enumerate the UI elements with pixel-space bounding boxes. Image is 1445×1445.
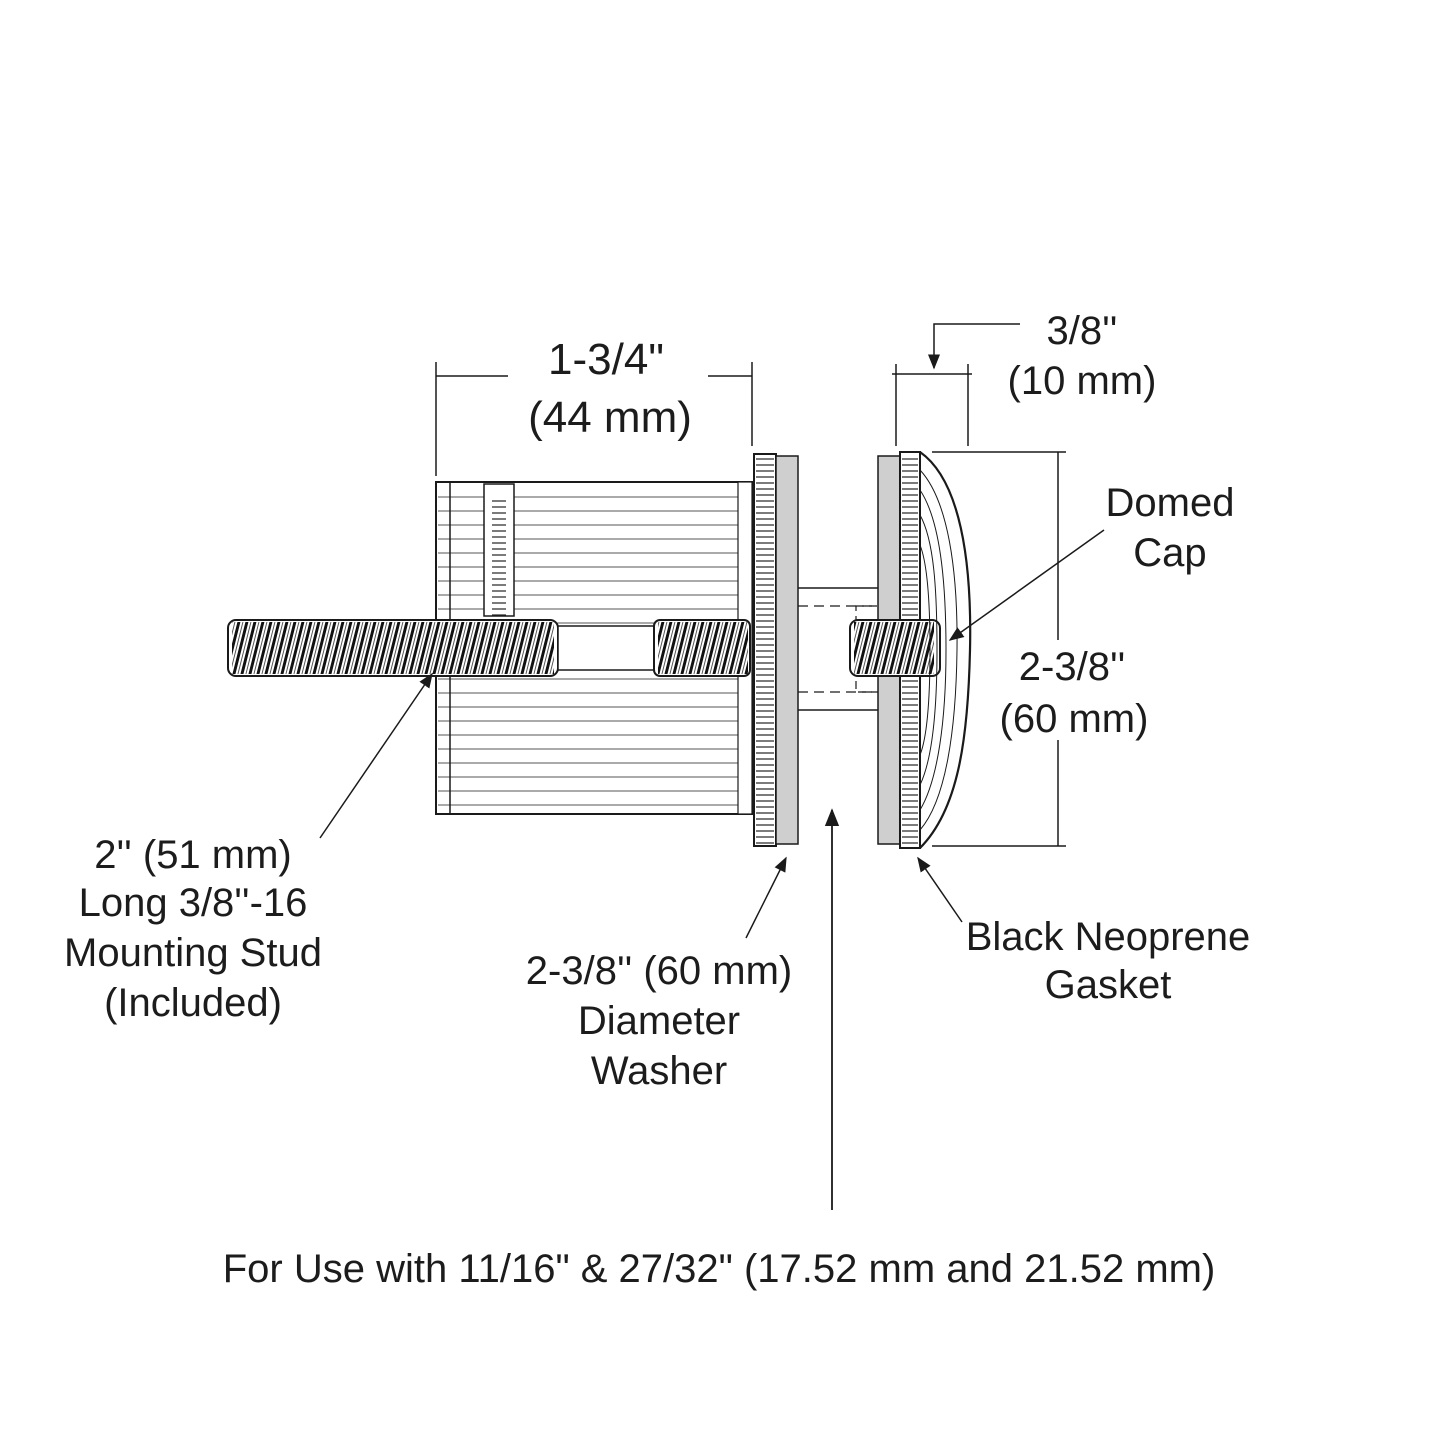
dimension-cap-diameter	[932, 451, 1066, 847]
stud-tip	[849, 619, 941, 677]
leader-mounting-stud	[319, 672, 433, 839]
label-stud-line3: Mounting Stud	[64, 931, 322, 975]
label-domed-cap-line2: Cap	[1133, 531, 1206, 575]
leader-gasket	[917, 856, 963, 923]
washer	[753, 453, 799, 847]
dim-cap-diameter-imperial: 2-3/8''	[1019, 645, 1125, 689]
dim-body-length-imperial: 1-3/4"	[548, 335, 664, 384]
label-washer-line1: 2-3/8'' (60 mm)	[526, 949, 792, 993]
dim-body-length-metric: (44 mm)	[528, 393, 692, 442]
dimension-cap-thickness	[892, 323, 1020, 446]
dimension-body-length	[435, 362, 753, 476]
label-domed-cap-line1: Domed	[1106, 481, 1235, 525]
domed-cap	[919, 451, 972, 849]
dim-cap-diameter-metric: (60 mm)	[1000, 697, 1149, 741]
leader-washer	[745, 856, 787, 939]
label-washer-line2: Diameter	[578, 999, 740, 1043]
label-washer-line3: Washer	[591, 1049, 727, 1093]
label-gasket-line2: Gasket	[1045, 963, 1172, 1007]
mounting-stud	[227, 619, 751, 677]
label-gasket-line1: Black Neoprene	[966, 915, 1251, 959]
dim-cap-thickness-imperial: 3/8''	[1047, 309, 1118, 353]
label-stud-line2: Long 3/8''-16	[79, 881, 308, 925]
label-stud-line4: (Included)	[104, 981, 282, 1025]
footer-note: For Use with 11/16" & 27/32" (17.52 mm a…	[223, 1247, 1216, 1291]
label-stud-line1: 2'' (51 mm)	[94, 833, 292, 877]
leader-domed-cap	[948, 529, 1105, 641]
dim-cap-thickness-metric: (10 mm)	[1008, 359, 1157, 403]
